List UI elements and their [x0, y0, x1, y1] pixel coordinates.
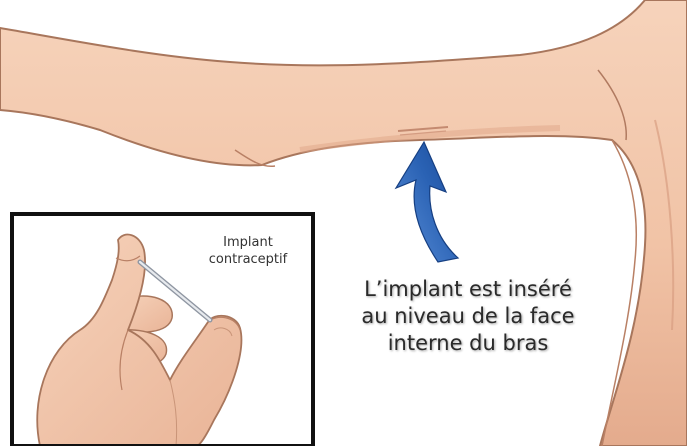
implant-label-line-2: contraceptif — [188, 251, 308, 268]
caption-line-1: L’implant est inséré — [318, 276, 618, 303]
pointer-arrow — [396, 142, 458, 262]
main-caption: L’implant est inséré au niveau de la fac… — [318, 276, 618, 357]
caption-line-2: au niveau de la face — [318, 303, 618, 330]
caption-line-3: interne du bras — [318, 330, 618, 357]
implant-label-line-1: Implant — [188, 234, 308, 251]
implant-label: Implant contraceptif — [188, 234, 308, 268]
